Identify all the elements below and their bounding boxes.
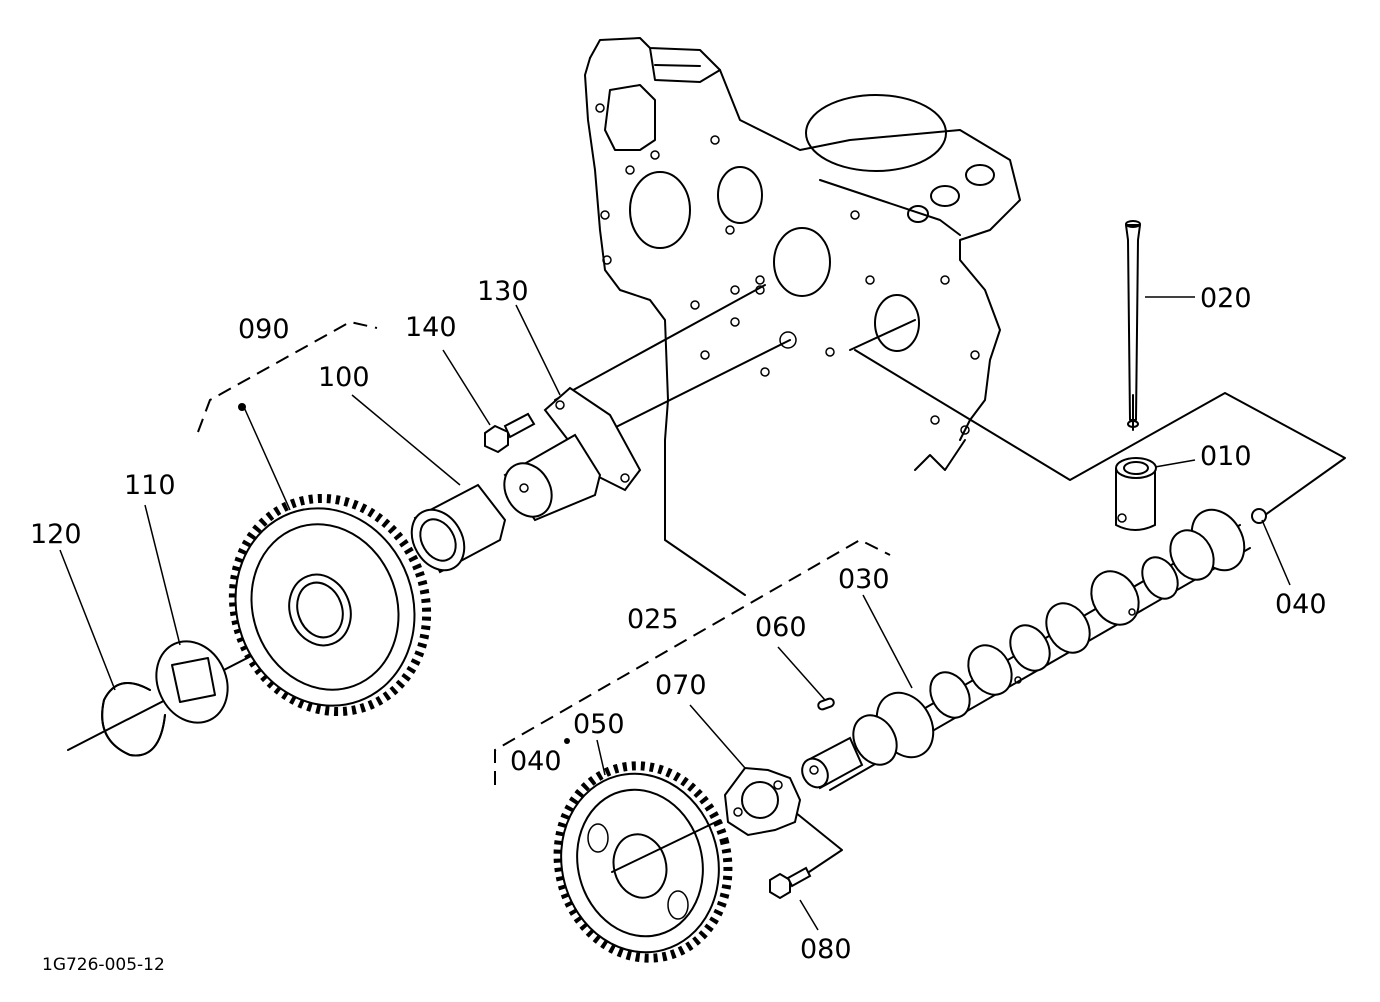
idle-gear xyxy=(228,493,432,717)
callout-leaders xyxy=(59,296,1291,931)
part-label-010: 010 xyxy=(1200,441,1252,472)
group-bracket-025 xyxy=(494,538,891,785)
part-label-120: 120 xyxy=(30,519,82,550)
block-bolt-holes xyxy=(595,103,980,435)
camshaft xyxy=(801,508,1251,791)
part-label-025: 025 xyxy=(627,604,679,635)
part-label-080: 080 xyxy=(800,934,852,965)
thrust-plate-bolt xyxy=(769,866,812,900)
part-label-030: 030 xyxy=(838,564,890,595)
part-label-020: 020 xyxy=(1200,283,1252,314)
part-label-070: 070 xyxy=(655,670,707,701)
thrust-plate xyxy=(723,766,802,837)
part-label-100: 100 xyxy=(318,362,370,393)
assembly-dot-090 xyxy=(238,403,246,411)
part-label-060: 060 xyxy=(755,612,807,643)
push-rod xyxy=(1125,220,1141,428)
figure-code: 1G726-005-12 xyxy=(42,955,165,975)
circlip xyxy=(101,681,166,757)
collar xyxy=(155,640,229,724)
idle-gear-shaft xyxy=(503,386,642,522)
idle-shaft-bolt xyxy=(484,412,536,454)
part-label-090: 090 xyxy=(238,314,290,345)
part-label-040-group: 040 xyxy=(510,746,562,777)
steel-ball-right xyxy=(1251,508,1267,524)
group-bracket-090 xyxy=(197,320,378,433)
part-label-110: 110 xyxy=(124,470,176,501)
cam-gear xyxy=(553,761,733,963)
idle-gear-bushing xyxy=(410,483,507,574)
engine-block xyxy=(584,37,1021,596)
part-labels: 010 020 025 030 040 040 050 060 070 080 … xyxy=(30,276,1327,965)
camshaft-lobes xyxy=(852,508,1246,766)
part-label-140: 140 xyxy=(405,312,457,343)
feather-key xyxy=(817,697,835,711)
part-label-130: 130 xyxy=(477,276,529,307)
tappet xyxy=(1115,457,1157,531)
part-label-040-ball: 040 xyxy=(1275,589,1327,620)
assembly-dot-025 xyxy=(564,738,570,744)
part-label-050: 050 xyxy=(573,709,625,740)
